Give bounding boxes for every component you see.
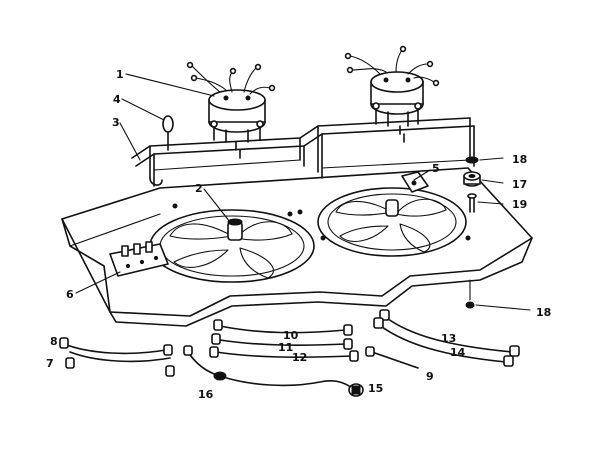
callout-5: 5 [432, 162, 440, 175]
callout-15: 15 [368, 382, 383, 395]
callout-2: 2 [195, 182, 203, 195]
callout-12: 12 [292, 351, 307, 364]
wire-lead-9 [365, 346, 419, 369]
callout-4: 4 [113, 93, 121, 106]
callout-11: 11 [278, 341, 293, 354]
fan-blade-right [317, 187, 467, 257]
callout-16: 16 [198, 388, 214, 401]
retaining-clip [401, 171, 429, 193]
hardware-stack [463, 156, 481, 309]
callout-13: 13 [441, 332, 456, 345]
callout-9: 9 [426, 370, 434, 383]
callout-18-bottom: 18 [536, 306, 551, 319]
callout-1: 1 [116, 68, 124, 81]
callout-10: 10 [283, 329, 299, 342]
callout-3: 3 [112, 116, 120, 129]
callout-19: 19 [512, 198, 527, 211]
callout-6: 6 [66, 288, 74, 301]
wire-harness-13-14 [373, 309, 520, 367]
hanger-hook [162, 115, 174, 151]
callout-17: 17 [512, 178, 527, 191]
fan-motor-left [186, 61, 276, 143]
callout-14: 14 [450, 346, 466, 359]
wire-harness-7-8 [59, 337, 175, 377]
leader-lines [75, 73, 531, 311]
callout-18-top: 18 [512, 153, 527, 166]
fan-motor-right [344, 45, 440, 127]
power-cord-15-16 [183, 345, 364, 397]
callout-8: 8 [50, 335, 58, 348]
callout-7: 7 [46, 357, 54, 370]
fan-blade-left [149, 209, 315, 283]
terminal-block [109, 241, 169, 277]
wire-harness-10-11-12 [209, 319, 359, 362]
callout-labels: 1 2 3 4 5 6 7 8 9 10 11 12 13 14 15 16 1… [46, 68, 551, 401]
motor-mount-bracket [131, 117, 475, 187]
